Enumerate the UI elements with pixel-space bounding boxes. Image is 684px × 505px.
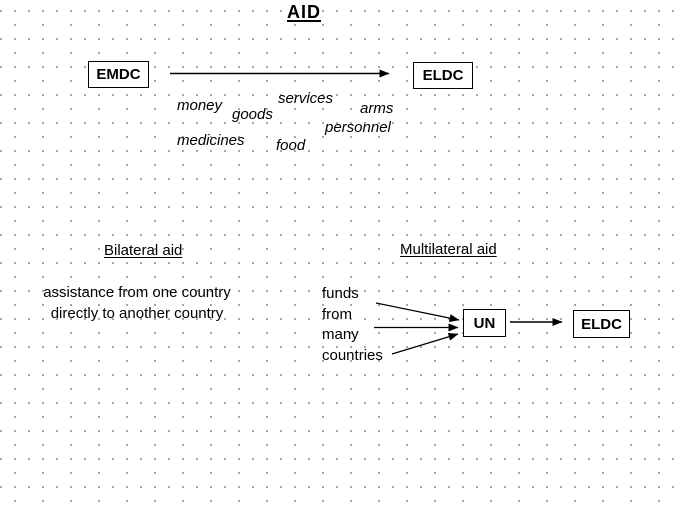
un-box-label: UN bbox=[473, 314, 496, 332]
aid-item-services: services bbox=[278, 90, 334, 107]
eldc-box-bottom-label: ELDC bbox=[581, 315, 622, 333]
arrow-funds-top bbox=[375, 302, 460, 323]
aid-item-goods: goods bbox=[232, 106, 273, 123]
multilateral-source-text: funds from many countries bbox=[322, 284, 383, 366]
source-line-from: from bbox=[322, 305, 352, 323]
eldc-box-top: ELDC bbox=[413, 62, 473, 89]
source-line-many: many bbox=[322, 326, 359, 343]
emdc-box-label: EMDC bbox=[96, 66, 141, 83]
bilateral-description-line-2: directly to another country bbox=[50, 305, 224, 322]
bilateral-description: assistance from one country directly to … bbox=[38, 282, 236, 324]
diagram-title: AID bbox=[287, 2, 321, 22]
emdc-box: EMDC bbox=[88, 61, 149, 88]
aid-item-money: money bbox=[177, 97, 223, 114]
aid-item-food: food bbox=[276, 137, 306, 154]
multilateral-heading: Multilateral aid bbox=[400, 241, 497, 258]
source-line-funds: funds bbox=[322, 285, 359, 302]
un-box: UN bbox=[463, 309, 506, 337]
source-line-countries: countries bbox=[322, 346, 383, 364]
aid-item-medicines: medicines bbox=[177, 132, 245, 149]
bilateral-description-line-1: assistance from one country bbox=[43, 284, 231, 301]
aid-item-arms: arms bbox=[360, 100, 394, 117]
arrow-funds-bottom bbox=[391, 332, 459, 355]
eldc-box-bottom: ELDC bbox=[573, 310, 630, 338]
bilateral-heading: Bilateral aid bbox=[104, 242, 183, 259]
aid-item-personnel: personnel bbox=[325, 119, 391, 136]
eldc-box-top-label: ELDC bbox=[422, 67, 464, 84]
